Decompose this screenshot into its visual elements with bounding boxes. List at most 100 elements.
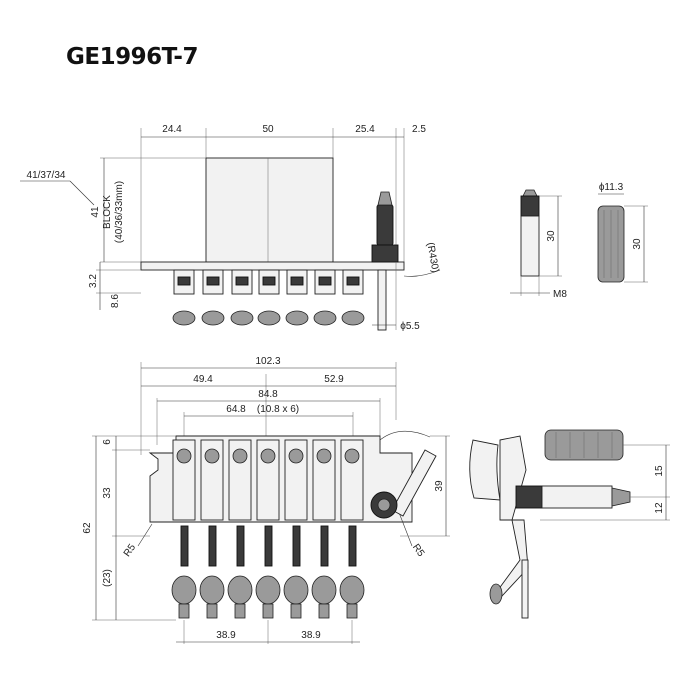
dim-arm-offset-label: 2.5 — [412, 124, 426, 135]
saddle-2 — [201, 269, 225, 326]
top-saddles — [172, 269, 365, 326]
dim-arm-dia-label: ϕ5.5 — [400, 321, 420, 332]
dim-bottom-right-label: 38.9 — [301, 630, 321, 641]
dim-arm-length-label: 30 — [546, 230, 557, 242]
fine-tuner-knob — [311, 575, 337, 605]
fine-tuner-knob — [257, 310, 281, 326]
dim-bottom-left-label: 38.9 — [216, 630, 236, 641]
knob-shaft — [346, 603, 358, 619]
arm-cap-top — [377, 191, 393, 206]
string-screw — [208, 525, 217, 567]
arm-rod — [377, 269, 387, 331]
page-title: GE1996T-7 — [66, 44, 198, 70]
knob-shaft — [290, 603, 302, 619]
knob-shaft — [234, 603, 246, 619]
dim-small-b-label: 8.6 — [110, 294, 121, 308]
side-view: 15 12 — [469, 429, 670, 619]
string-lock-screw — [260, 448, 276, 464]
front-saddles — [171, 439, 365, 619]
tremolo-arm — [391, 449, 437, 517]
dim-lower-label: 12 — [654, 502, 665, 514]
front-view: 102.3 49.4 52.9 84.8 64.8 (10.8 x 6) 62 — [82, 356, 450, 644]
plate-curve — [379, 430, 431, 441]
dim-radius-left-label: R5 — [122, 542, 139, 559]
front-saddle-6 — [311, 439, 337, 619]
knob-shaft — [206, 603, 218, 619]
saddle-4 — [257, 269, 281, 326]
dim-left-label: 24.4 — [162, 124, 182, 135]
string-screw — [236, 525, 245, 567]
arm-thread — [520, 215, 540, 277]
string-lock-screw — [316, 448, 332, 464]
saddle-5 — [285, 269, 309, 326]
string-screw — [320, 525, 329, 567]
saddle-screw — [206, 276, 220, 286]
dim-right-part-label: 52.9 — [324, 374, 344, 385]
side-arm-nut — [515, 485, 543, 509]
string-screw — [292, 525, 301, 567]
side-knob — [489, 583, 503, 605]
fine-tuner-knob — [230, 310, 254, 326]
dim-radius-label: (R430) — [424, 242, 440, 274]
saddle-screw — [177, 276, 191, 286]
side-arm-shaft — [541, 485, 613, 509]
leader-line — [69, 180, 95, 206]
base-plate — [140, 261, 405, 271]
fine-tuner-knob — [339, 575, 365, 605]
sustain-block — [205, 157, 334, 263]
saddle-screw — [235, 276, 249, 286]
string-lock-screw — [288, 448, 304, 464]
front-saddle-1 — [171, 439, 197, 619]
front-saddle-5 — [283, 439, 309, 619]
arm-nut — [371, 244, 399, 263]
saddle-6 — [313, 269, 337, 326]
front-saddle-2 — [199, 439, 225, 619]
dim-bottom-height-label: (23) — [102, 569, 113, 587]
front-saddle-7 — [339, 439, 365, 619]
dim-string-span-label: 64.8 — [226, 404, 246, 415]
fine-tuner-knob — [199, 575, 225, 605]
dim-center-label: 50 — [262, 124, 274, 135]
arm-housing — [376, 204, 394, 246]
fine-tuner-knob — [171, 575, 197, 605]
knob-shaft — [178, 603, 190, 619]
fine-tuner-knob — [227, 575, 253, 605]
saddle-1 — [172, 269, 196, 326]
fine-tuner-knob — [283, 575, 309, 605]
arm-tip — [522, 189, 538, 197]
variants-label: 41/37/34 — [27, 170, 66, 181]
fine-tuner-knob — [201, 310, 225, 326]
saddle-screw — [318, 276, 332, 286]
dim-top-small-label: 6 — [102, 439, 113, 445]
dim-total-height-label: 62 — [82, 522, 93, 534]
string-screw — [180, 525, 189, 567]
string-lock-screw — [344, 448, 360, 464]
arm-hex — [520, 195, 540, 217]
saddle-3 — [230, 269, 254, 326]
knob-shaft — [318, 603, 330, 619]
side-arm-tip — [611, 487, 631, 507]
arm-socket-inner — [377, 498, 391, 512]
saddle-7 — [341, 269, 365, 326]
dim-thread-label: M8 — [553, 289, 567, 300]
arm-detail: 30 M8 ϕ11.3 30 — [510, 182, 648, 300]
knob-shaft — [262, 603, 274, 619]
dim-cap-dia-label: ϕ11.3 — [599, 182, 624, 193]
dim-cap-length-label: 30 — [632, 238, 643, 250]
string-lock-screw — [204, 448, 220, 464]
string-screw — [348, 525, 357, 567]
saddle-screw — [262, 276, 276, 286]
dim-right-label: 25.4 — [355, 124, 375, 135]
dim-upper-label: 15 — [654, 465, 665, 477]
string-screw — [264, 525, 273, 567]
dim-height-label: 41 — [90, 206, 101, 218]
block-label: BLOCK — [102, 195, 113, 229]
side-hook — [469, 439, 501, 501]
leader-line — [397, 509, 413, 547]
fine-tuner-knob — [172, 310, 196, 326]
dim-radius-right-label: R5 — [410, 542, 427, 559]
fine-tuner-knob — [255, 575, 281, 605]
block-sizes-label: (40/36/33mm) — [114, 181, 125, 243]
top-view: 24.4 50 25.4 2.5 41 BLOCK (40/36/33mm) 4… — [20, 124, 441, 332]
